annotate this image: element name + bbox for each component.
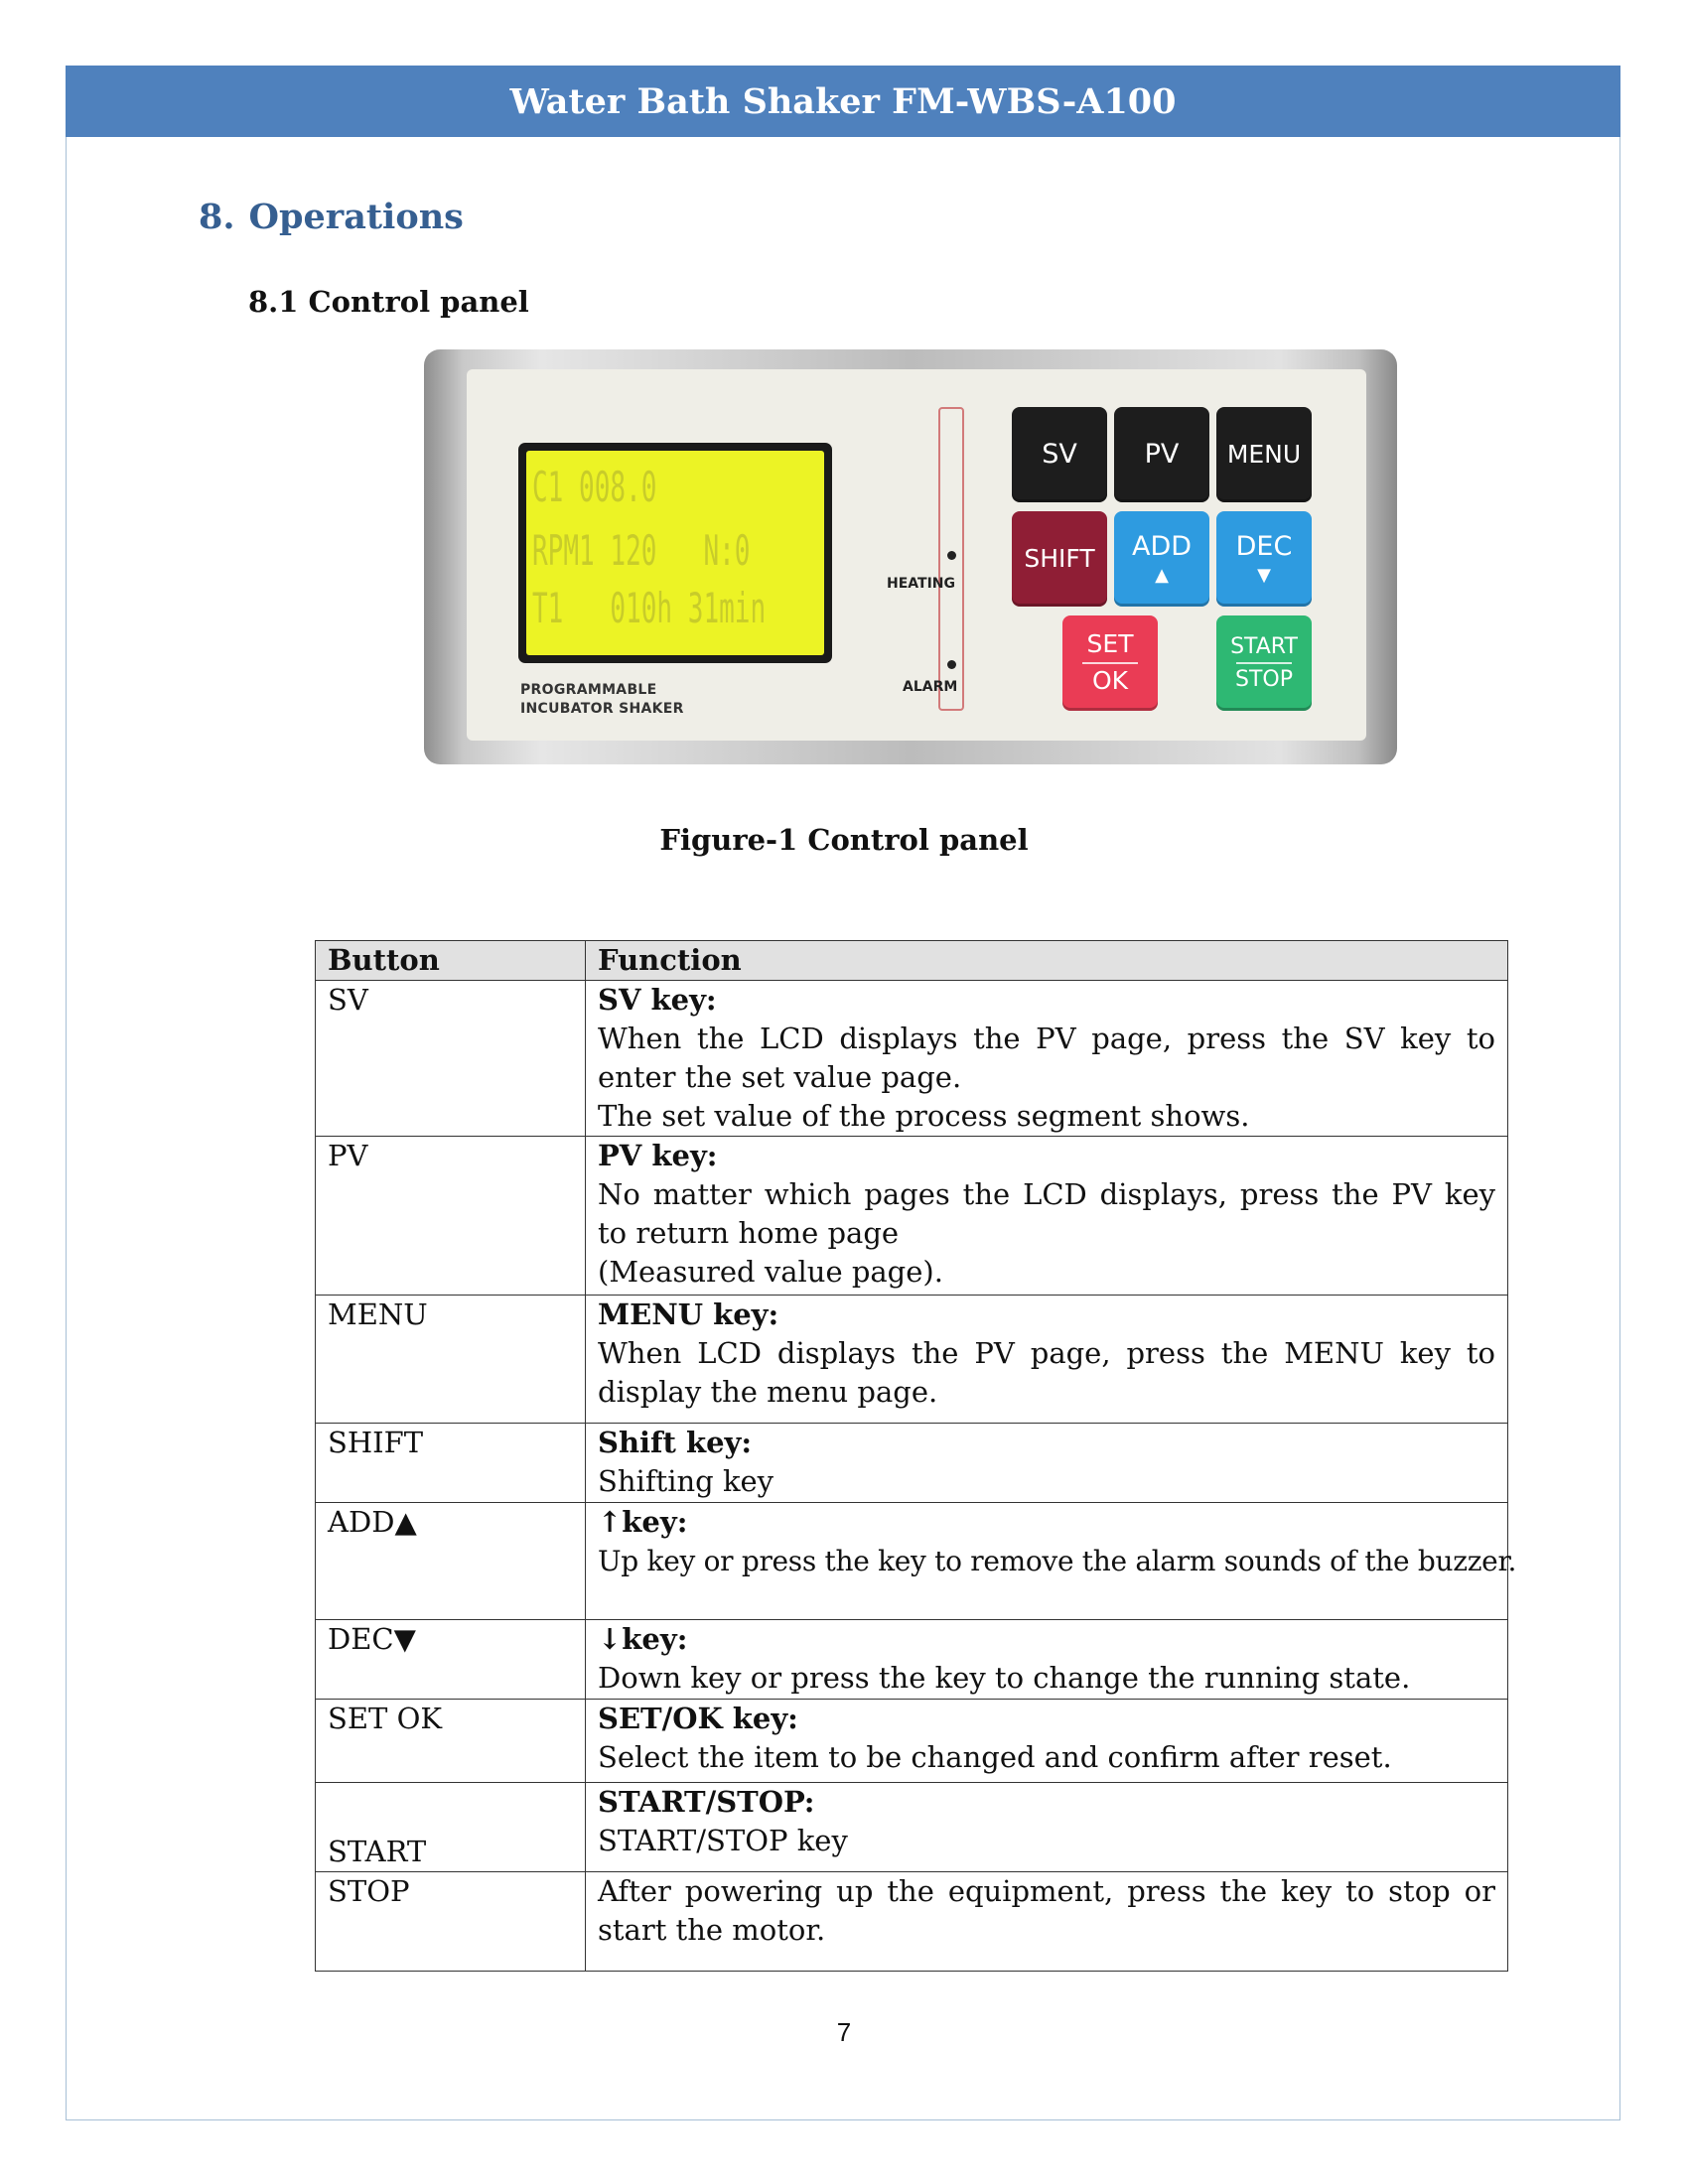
shift-key: SHIFT — [1012, 511, 1107, 607]
function-cell: SET/OK key: Select the item to be change… — [585, 1699, 1508, 1783]
subsection-heading: 8.1 Control panel — [248, 285, 529, 319]
pv-key-label: PV — [1144, 439, 1180, 471]
section-heading: 8. Operations — [199, 197, 464, 237]
button-cell: ADD▲ — [315, 1502, 586, 1620]
alarm-indicator-light — [947, 660, 956, 669]
section-title: Operations — [248, 197, 464, 237]
dec-key: DEC ▼ — [1216, 511, 1312, 607]
function-cell: MENU key: When LCD displays the PV page,… — [585, 1295, 1508, 1424]
page-number: 7 — [836, 2017, 852, 2047]
function-description: (Measured value page). — [598, 1255, 943, 1289]
lcd-line-2: RPM1 120 N:0 — [532, 526, 751, 575]
button-cell: DEC▼ — [315, 1619, 586, 1700]
function-title: PV key: — [598, 1139, 718, 1172]
triangle-up-icon: ▲ — [1155, 565, 1169, 587]
function-title: SET/OK key: — [598, 1702, 798, 1735]
column-header-button: Button — [315, 940, 586, 981]
start-stop-key: START STOP — [1216, 615, 1312, 711]
function-cell: Shift key: Shifting key — [585, 1423, 1508, 1503]
figure-caption: Figure-1 Control panel — [659, 823, 1029, 857]
function-title: SV key: — [598, 983, 717, 1017]
lcd-display: C1 008.0 RPM1 120 N:0 T1 010h 31min — [526, 451, 824, 655]
button-cell: SET OK — [315, 1699, 586, 1783]
function-title: MENU key: — [598, 1297, 779, 1331]
add-key: ADD ▲ — [1114, 511, 1209, 607]
function-description: The set value of the process segment sho… — [598, 1099, 1250, 1133]
set-ok-key: SET OK — [1062, 615, 1158, 711]
table-row: STOP After powering up the equipment, pr… — [315, 1871, 1508, 1972]
menu-key: MENU — [1216, 407, 1312, 502]
lcd-line-3: T1 010h 31min — [532, 584, 767, 632]
function-description: START/STOP key — [598, 1824, 848, 1857]
key-divider — [1082, 662, 1138, 664]
pv-key: PV — [1114, 407, 1209, 502]
function-cell: PV key: No matter which pages the LCD di… — [585, 1136, 1508, 1296]
document-title: Water Bath Shaker FM-WBS-A100 — [509, 80, 1177, 122]
section-number: 8. — [199, 197, 235, 237]
sv-key: SV — [1012, 407, 1107, 502]
button-cell: STOP — [315, 1871, 586, 1972]
indicator-strip — [938, 407, 964, 711]
function-description: After powering up the equipment, press t… — [598, 1874, 1495, 1947]
function-title: Shift key: — [598, 1426, 753, 1459]
table-row: MENU MENU key: When LCD displays the PV … — [315, 1295, 1508, 1424]
table-row: ADD▲ ↑key: Up key or press the key to re… — [315, 1502, 1517, 1620]
button-cell: MENU — [315, 1295, 586, 1424]
shift-key-label: SHIFT — [1024, 543, 1095, 573]
button-cell: SV — [315, 980, 586, 1137]
function-cell: START/STOP: START/STOP key — [585, 1782, 1508, 1872]
add-key-label: ADD — [1131, 531, 1193, 563]
button-function-table: Button Function SV SV key: When the LCD … — [315, 940, 1517, 1972]
function-description: When LCD displays the PV page, press the… — [598, 1336, 1495, 1409]
table-row: PV PV key: No matter which pages the LCD… — [315, 1136, 1508, 1296]
function-cell: After powering up the equipment, press t… — [585, 1871, 1508, 1972]
triangle-down-icon: ▼ — [1257, 565, 1271, 587]
table-row: START START/STOP: START/STOP key — [315, 1782, 1508, 1872]
button-cell: PV — [315, 1136, 586, 1296]
table-row: SV SV key: When the LCD displays the PV … — [315, 980, 1508, 1137]
dec-key-label: DEC — [1235, 531, 1293, 563]
ok-key-label: OK — [1091, 666, 1129, 695]
function-title: ↓key: — [598, 1622, 688, 1656]
document-header: Water Bath Shaker FM-WBS-A100 — [66, 66, 1620, 137]
table-header-row: Button Function — [315, 940, 1508, 981]
heating-label: HEATING — [887, 576, 955, 592]
function-title: ↑key: — [598, 1505, 688, 1539]
button-cell: START — [315, 1782, 586, 1872]
lcd-line-1: C1 008.0 — [532, 463, 657, 511]
function-cell: ↓key: Down key or press the key to chang… — [585, 1619, 1508, 1700]
brand-line-2: INCUBATOR SHAKER — [520, 701, 684, 717]
table-row: SHIFT Shift key: Shifting key — [315, 1423, 1508, 1503]
sv-key-label: SV — [1042, 439, 1077, 471]
brand-line-1: PROGRAMMABLE — [520, 682, 657, 698]
function-title: START/STOP: — [598, 1785, 815, 1819]
start-key-label: START — [1230, 633, 1298, 659]
function-cell: SV key: When the LCD displays the PV pag… — [585, 980, 1508, 1137]
function-description: When the LCD displays the PV page, press… — [598, 1022, 1495, 1094]
alarm-label: ALARM — [903, 679, 958, 695]
function-description: No matter which pages the LCD displays, … — [598, 1177, 1495, 1250]
button-cell: SHIFT — [315, 1423, 586, 1503]
function-description: Shifting key — [598, 1464, 774, 1498]
table-row: DEC▼ ↓key: Down key or press the key to … — [315, 1619, 1508, 1700]
column-header-function: Function — [585, 940, 1508, 981]
panel-brand-label: PROGRAMMABLE INCUBATOR SHAKER — [520, 681, 684, 719]
stop-key-label: STOP — [1235, 667, 1293, 692]
function-cell: ↑key: Up key or press the key to remove … — [585, 1502, 1517, 1620]
set-key-label: SET — [1086, 629, 1134, 659]
function-description: Down key or press the key to change the … — [598, 1661, 1411, 1695]
heating-indicator-light — [947, 551, 956, 560]
function-description: Select the item to be changed and confir… — [598, 1740, 1392, 1774]
key-divider — [1236, 662, 1292, 664]
menu-key-label: MENU — [1226, 439, 1302, 469]
table-row: SET OK SET/OK key: Select the item to be… — [315, 1699, 1508, 1783]
function-description: Up key or press the key to remove the al… — [598, 1545, 1517, 1577]
